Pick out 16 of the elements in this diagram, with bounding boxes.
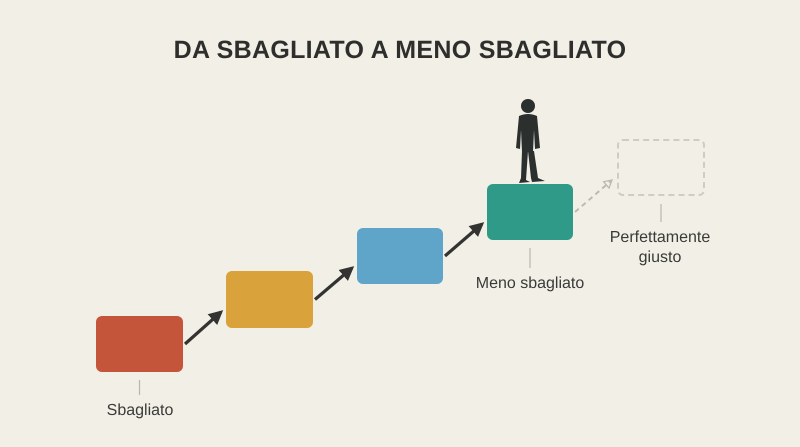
step-label: Perfettamente giusto — [595, 228, 725, 268]
step-box — [487, 184, 573, 240]
leader-line — [529, 248, 531, 268]
arrow — [184, 310, 224, 346]
arrow — [444, 222, 484, 258]
step-label: Meno sbagliato — [460, 274, 600, 294]
dashed-step-box — [617, 139, 705, 196]
title: DA SBAGLIATO A MENO SBAGLIATO — [172, 36, 628, 65]
leader-line — [138, 380, 140, 395]
step-box — [226, 271, 313, 328]
step-box — [357, 228, 443, 284]
arrow — [574, 179, 613, 213]
step-box — [96, 316, 183, 372]
leader-line — [660, 204, 662, 222]
step-label: Sbagliato — [90, 401, 190, 421]
arrow — [314, 266, 354, 301]
